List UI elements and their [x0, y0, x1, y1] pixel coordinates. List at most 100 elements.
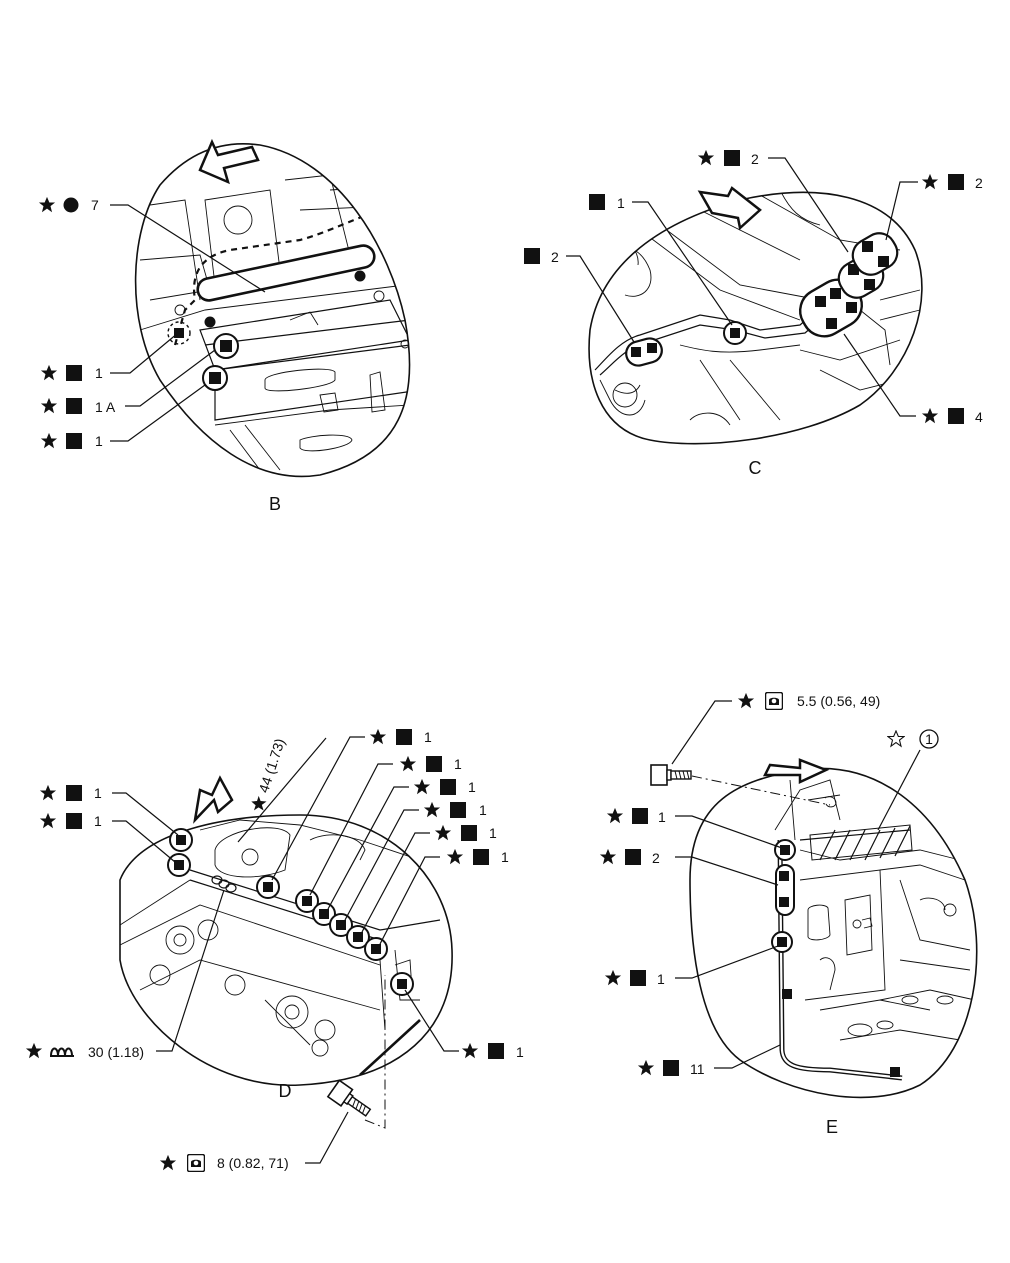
- panel-d-callout-torque: 8 (0.82, 71): [159, 1154, 289, 1172]
- panel-c-leader: [885, 181, 918, 241]
- panel-b-leader: [110, 332, 179, 374]
- panel-b-hidden-weld-marker: [167, 321, 191, 345]
- panel-d-callout-1-h: 1: [446, 848, 509, 865]
- callout-value: 1: [95, 433, 103, 449]
- panel-e-leader: [714, 1044, 781, 1069]
- panel-d-leader: [379, 856, 440, 945]
- callout-value: 1 A: [95, 399, 116, 415]
- callout-value: 4: [975, 409, 983, 425]
- callout-value: 30 (1.18): [88, 1044, 144, 1060]
- panel-d-callout-1-c: 1: [369, 728, 432, 745]
- circle-icon: [63, 197, 79, 213]
- panel-e-leader: [675, 856, 779, 886]
- callout-value: 1: [489, 825, 497, 841]
- panel-e-leader: [671, 700, 732, 765]
- callout-value: 7: [91, 197, 99, 213]
- panel-b-outline: [134, 143, 411, 478]
- panel-c-callout-2-top: 2: [697, 149, 759, 167]
- panel-d-weld-bead: [211, 875, 237, 893]
- panel-e-leader: [675, 815, 783, 849]
- panel-c-callout-1: 1: [589, 194, 625, 211]
- panel-d-outline: [119, 814, 453, 1086]
- panel-c-callout-4: 4: [921, 407, 983, 425]
- callout-value: 1: [657, 971, 665, 987]
- callout-value: 1: [94, 785, 102, 801]
- callout-value: 2: [975, 175, 983, 191]
- panel-b: 7 1 1 A 1 B: [38, 138, 411, 514]
- callout-value: 1: [454, 756, 462, 772]
- panel-d-leader: [361, 832, 430, 933]
- panel-b-weld-square: [220, 340, 232, 352]
- callout-value: 1: [617, 195, 625, 211]
- number-circle-icon: [919, 729, 939, 749]
- panel-b-weld-square: [174, 328, 184, 338]
- panel-d-leader: [271, 736, 365, 881]
- panel-d-callout-1-g: 1: [434, 824, 497, 841]
- panel-e-callout-note-1: 1: [887, 729, 939, 749]
- panel-d-leader: [237, 737, 327, 843]
- panel-d-front-arrow: [193, 775, 234, 824]
- panel-d-callout-1-i: 1: [461, 1042, 524, 1060]
- panel-b-leader: [110, 384, 206, 442]
- callout-value: 1: [95, 365, 103, 381]
- panel-c-leader: [566, 255, 635, 343]
- callout-value: 1: [925, 731, 933, 747]
- panel-d-leader: [112, 820, 176, 863]
- panel-d-label: D: [279, 1081, 292, 1101]
- panel-d-callout-1-d: 1: [399, 755, 462, 772]
- panel-e-bolt-axis: [691, 775, 831, 806]
- panel-e-callout-2: 2: [599, 848, 660, 866]
- weld-bead-icon: [50, 1047, 75, 1057]
- panel-b-callout-1-lower: 1: [40, 432, 103, 449]
- torque-wrench-icon: [765, 692, 783, 710]
- panel-e-front-arrow: [762, 758, 830, 784]
- callout-value: 11: [690, 1061, 705, 1077]
- panel-d-leader: [156, 889, 225, 1052]
- panel-c-outline: [588, 191, 923, 445]
- callout-value: 1: [501, 849, 509, 865]
- panel-b-leader: [125, 349, 216, 407]
- panel-e: 5.5 (0.56, 49) 1 1 2 1 11 E: [599, 692, 978, 1137]
- panel-b-callout-7: 7: [38, 196, 99, 213]
- panel-d-callout-1-b: 1: [39, 812, 102, 829]
- panel-e-bolt: [650, 764, 692, 786]
- panel-b-reinforcement-bar: [196, 244, 376, 302]
- panel-b-front-arrow: [198, 138, 260, 185]
- panel-b-callout-1a: 1 A: [40, 397, 116, 415]
- panel-d-rotated-callout: 44 (1.73): [248, 736, 288, 814]
- panel-b-callout-1-upper: 1: [40, 364, 103, 381]
- panel-c-callout-2-left: 2: [524, 248, 559, 265]
- panel-d-leader: [112, 792, 179, 836]
- panel-b-bolt-marker: [354, 270, 366, 282]
- callout-value: 1: [468, 779, 476, 795]
- panel-b-label: B: [269, 494, 281, 514]
- callout-value: 2: [751, 151, 759, 167]
- panel-e-label: E: [826, 1117, 838, 1137]
- panel-b-vehicle-body: [139, 174, 410, 471]
- panel-e-callout-1-lower: 1: [604, 969, 665, 987]
- panel-d-leader: [404, 989, 459, 1052]
- panel-e-callout-1-upper: 1: [606, 807, 666, 825]
- panel-b-leader: [110, 204, 266, 293]
- panel-c-label: C: [749, 458, 762, 478]
- panel-d-callout-1-e: 1: [413, 778, 476, 795]
- panel-d-leader: [309, 763, 393, 896]
- panel-d-bolt: [326, 1079, 372, 1117]
- callout-value: 2: [652, 850, 660, 866]
- panel-e-callout-torque: 5.5 (0.56, 49): [737, 692, 880, 710]
- callout-value: 1: [479, 802, 487, 818]
- panel-c-leader: [768, 157, 849, 253]
- panel-b-bolt-marker: [204, 316, 216, 328]
- panel-e-leader: [877, 749, 921, 831]
- panel-c-front-arrow: [697, 186, 762, 231]
- callout-value: 2: [551, 249, 559, 265]
- callout-value: 1: [424, 729, 432, 745]
- panel-d-bolt-axis: [364, 975, 386, 1129]
- callout-value: 5.5 (0.56, 49): [797, 693, 880, 709]
- panel-c-callout-2-right: 2: [921, 173, 983, 191]
- panel-e-callout-11: 11: [637, 1059, 705, 1077]
- panel-e-vehicle-body: [774, 779, 976, 1041]
- panel-c-leader: [632, 201, 733, 326]
- callout-value: 1: [658, 809, 666, 825]
